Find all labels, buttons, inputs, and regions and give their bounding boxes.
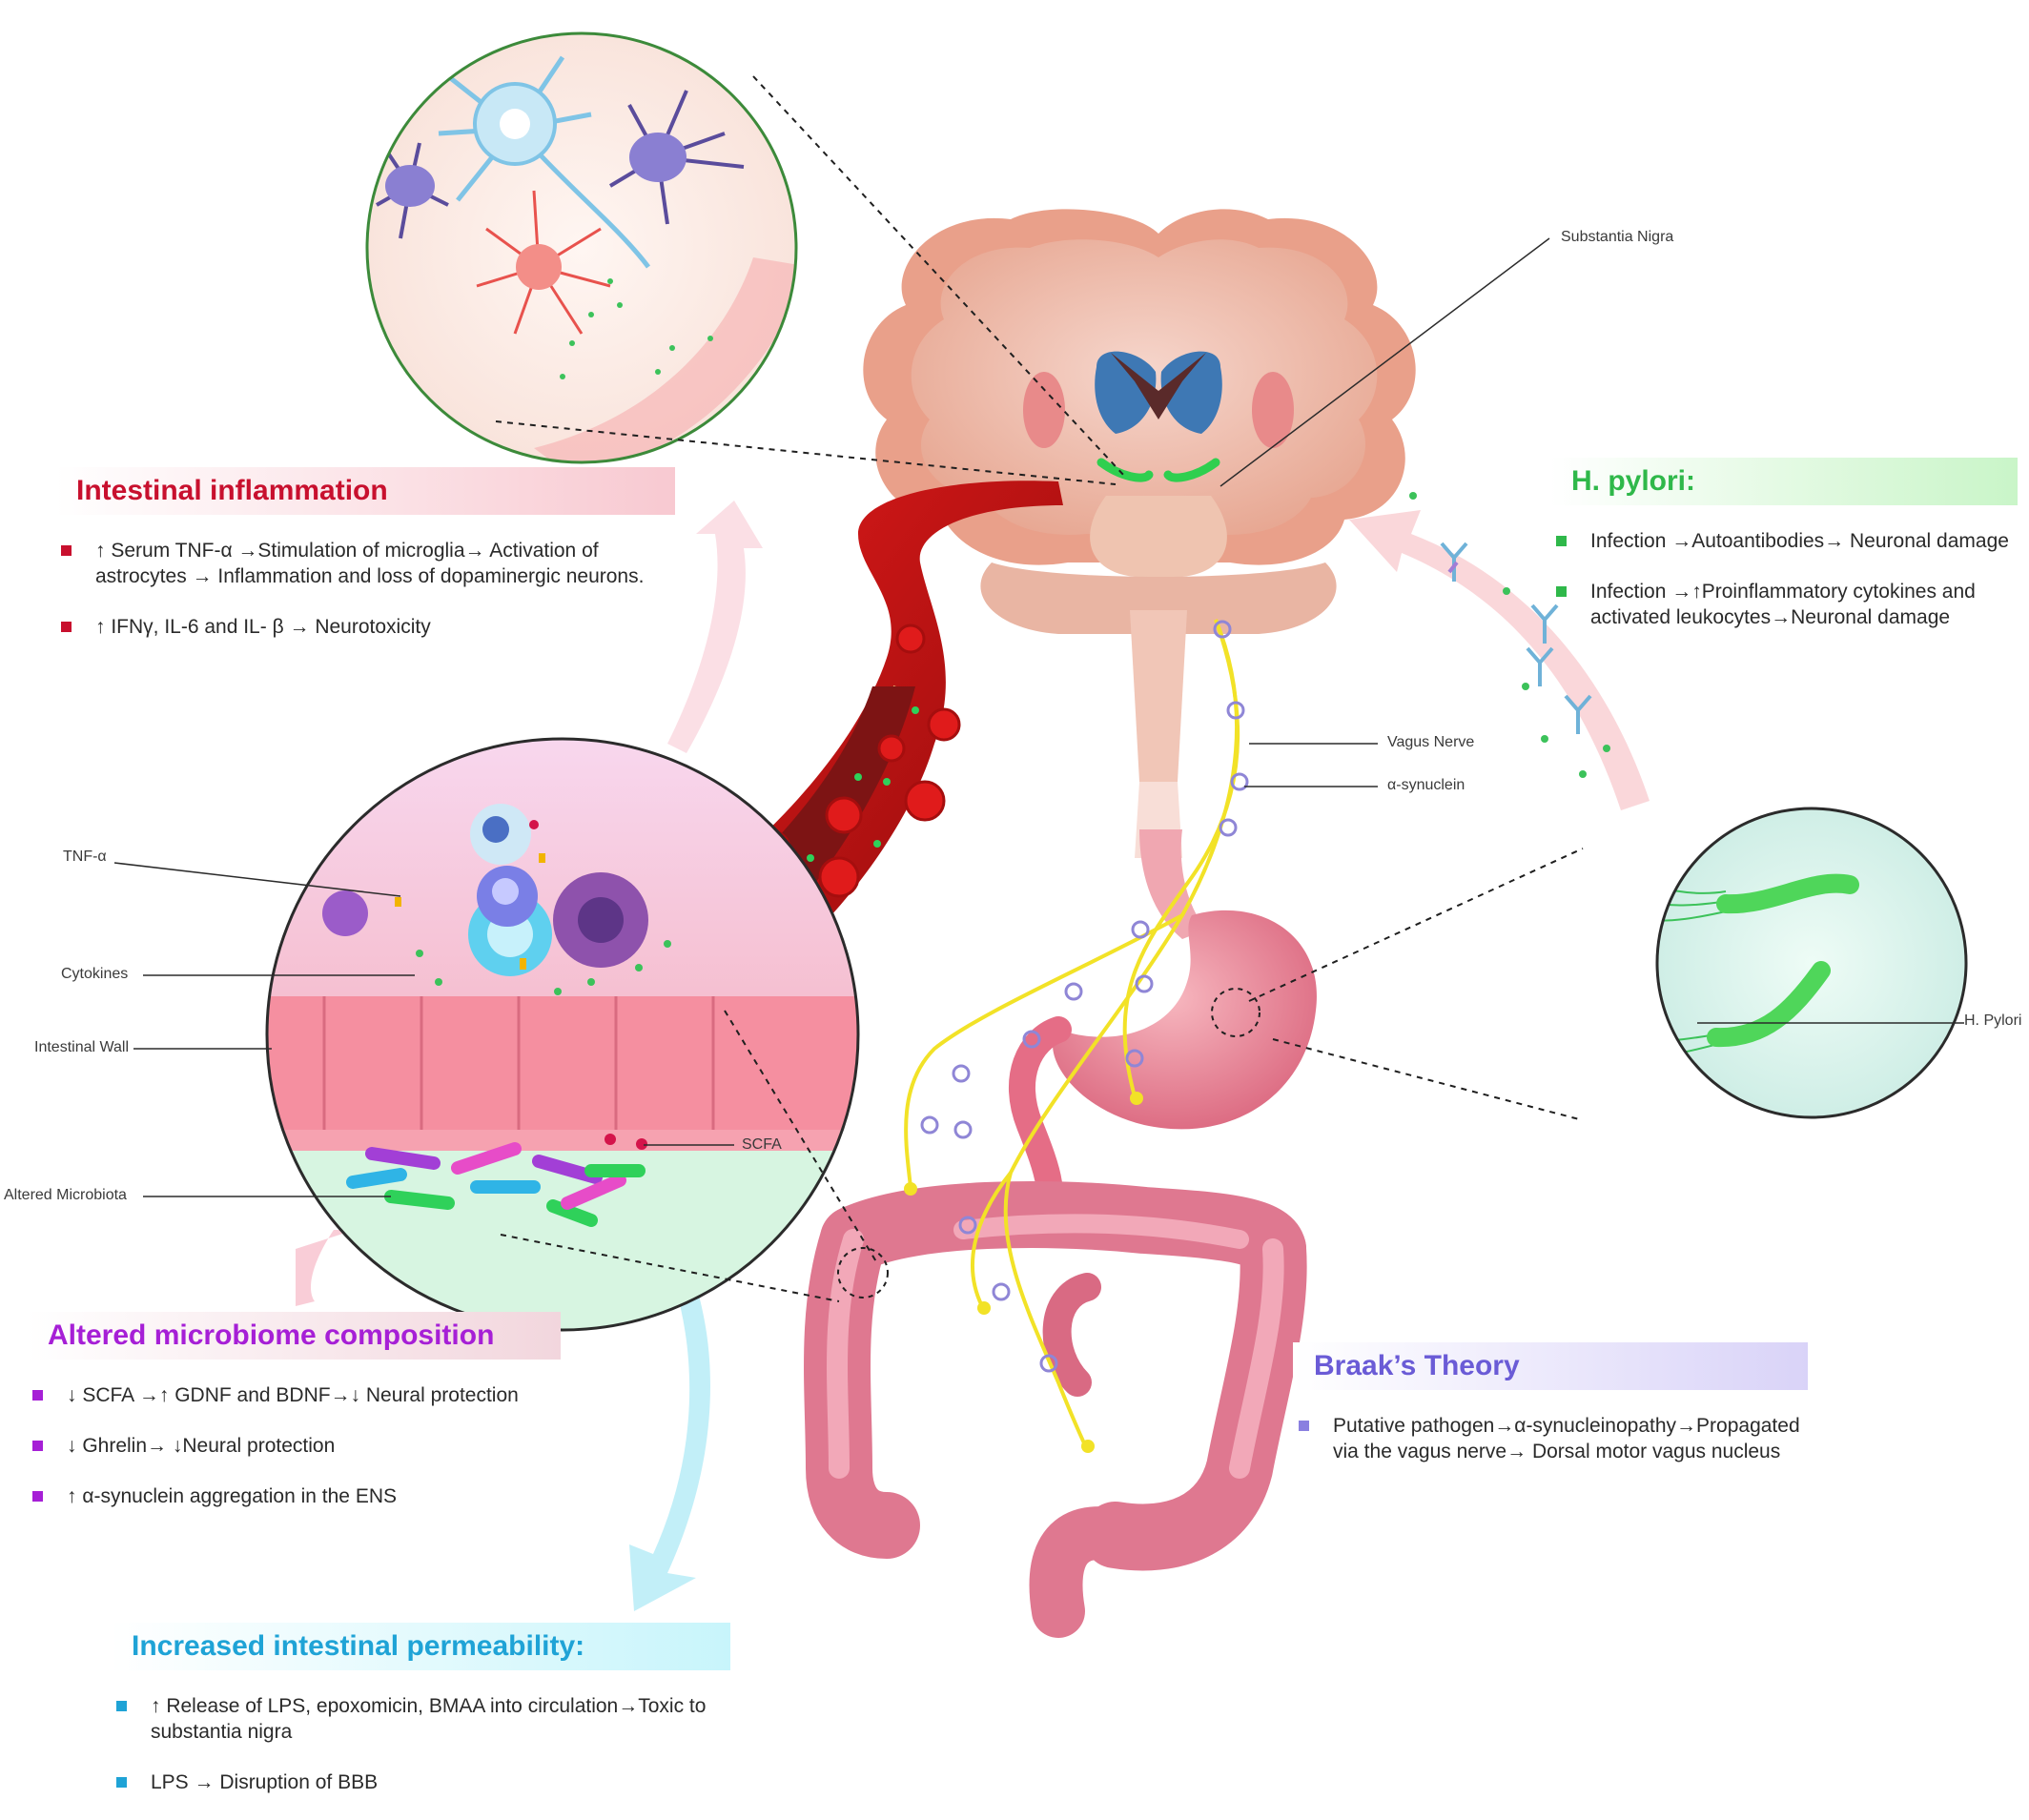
label-scfa: SCFA <box>742 1136 782 1153</box>
label-substantia-nigra: Substantia Nigra <box>1561 229 1674 245</box>
panel-title: Increased intestinal permeability: <box>111 1623 730 1670</box>
alpha-synuclein-markers <box>920 620 1249 1373</box>
arrow-microbiome-down <box>296 1230 355 1306</box>
panel-increased-permeability: Increased intestinal permeability: ↑ Rel… <box>111 1623 730 1820</box>
square-bullet-icon <box>61 545 72 556</box>
panel-item: ↑ Serum TNF-α →Stimulation of microglia→… <box>55 538 675 589</box>
arrow-permeability-down <box>629 1220 710 1611</box>
square-bullet-icon <box>32 1441 43 1451</box>
panel-item: ↑ IFNγ, IL-6 and IL- β → Neurotoxicity <box>55 614 675 640</box>
bacteria <box>346 1142 646 1227</box>
label-cytokines: Cytokines <box>61 966 129 982</box>
label-h-pylori: H. Pylori <box>1964 1012 2022 1029</box>
panel-item: ↓ Ghrelin→ ↓Neural protection <box>27 1433 561 1459</box>
h-pylori-zoom-circle <box>1655 807 1968 1119</box>
panel-item: Infection →↑Proinflammatory cytokines an… <box>1550 579 2018 630</box>
label-tnf-alpha: TNF-α <box>63 849 107 865</box>
colon <box>804 1181 1307 1638</box>
panel-title: Braak’s Theory <box>1293 1342 1808 1390</box>
square-bullet-icon <box>32 1390 43 1401</box>
panel-braak-theory: Braak’s Theory Putative pathogen→α-synuc… <box>1293 1342 1808 1489</box>
brain <box>863 209 1416 858</box>
vagus-nerve <box>904 619 1240 1450</box>
arrow-inflammation-up <box>667 501 763 753</box>
panel-item: ↑ Release of LPS, epoxomicin, BMAA into … <box>111 1693 730 1745</box>
panel-title: H. pylori: <box>1550 458 2018 505</box>
panel-h-pylori: H. pylori: Infection →Autoantibodies→ Ne… <box>1550 458 2018 655</box>
panel-item: Infection →Autoantibodies→ Neuronal dama… <box>1550 528 2018 554</box>
square-bullet-icon <box>1299 1421 1309 1431</box>
square-bullet-icon <box>61 622 72 632</box>
arrow-hpylori-up <box>1349 510 1650 810</box>
panel-item: ↑ α-synuclein aggregation in the ENS <box>27 1483 561 1509</box>
label-leader-lines <box>113 237 1964 1197</box>
panel-title: Intestinal inflammation <box>55 467 675 515</box>
stomach <box>1009 829 1317 1234</box>
panel-intestinal-inflammation: Intestinal inflammation ↑ Serum TNF-α →S… <box>55 467 675 665</box>
label-altered-microbiota: Altered Microbiota <box>4 1187 127 1203</box>
panel-item: LPS → Disruption of BBB <box>111 1769 730 1795</box>
antibody-markers <box>1440 542 1592 734</box>
square-bullet-icon <box>1556 536 1567 546</box>
label-alpha-synuclein: α-synuclein <box>1387 777 1465 793</box>
panel-item: ↓ SCFA →↑ GDNF and BDNF→↓ Neural protect… <box>27 1382 561 1408</box>
label-intestinal-wall: Intestinal Wall <box>34 1039 129 1055</box>
square-bullet-icon <box>116 1701 127 1711</box>
gut-zoom-circle <box>265 737 860 1332</box>
neuron-zoom-circle <box>365 31 798 464</box>
square-bullet-icon <box>116 1777 127 1788</box>
panel-altered-microbiome: Altered microbiome composition ↓ SCFA →↑… <box>27 1312 561 1534</box>
label-vagus-nerve: Vagus Nerve <box>1387 734 1475 750</box>
square-bullet-icon <box>1556 586 1567 597</box>
panel-item: Putative pathogen→α-synucleinopathy→Prop… <box>1293 1413 1808 1464</box>
panel-title: Altered microbiome composition <box>27 1312 561 1360</box>
square-bullet-icon <box>32 1491 43 1502</box>
